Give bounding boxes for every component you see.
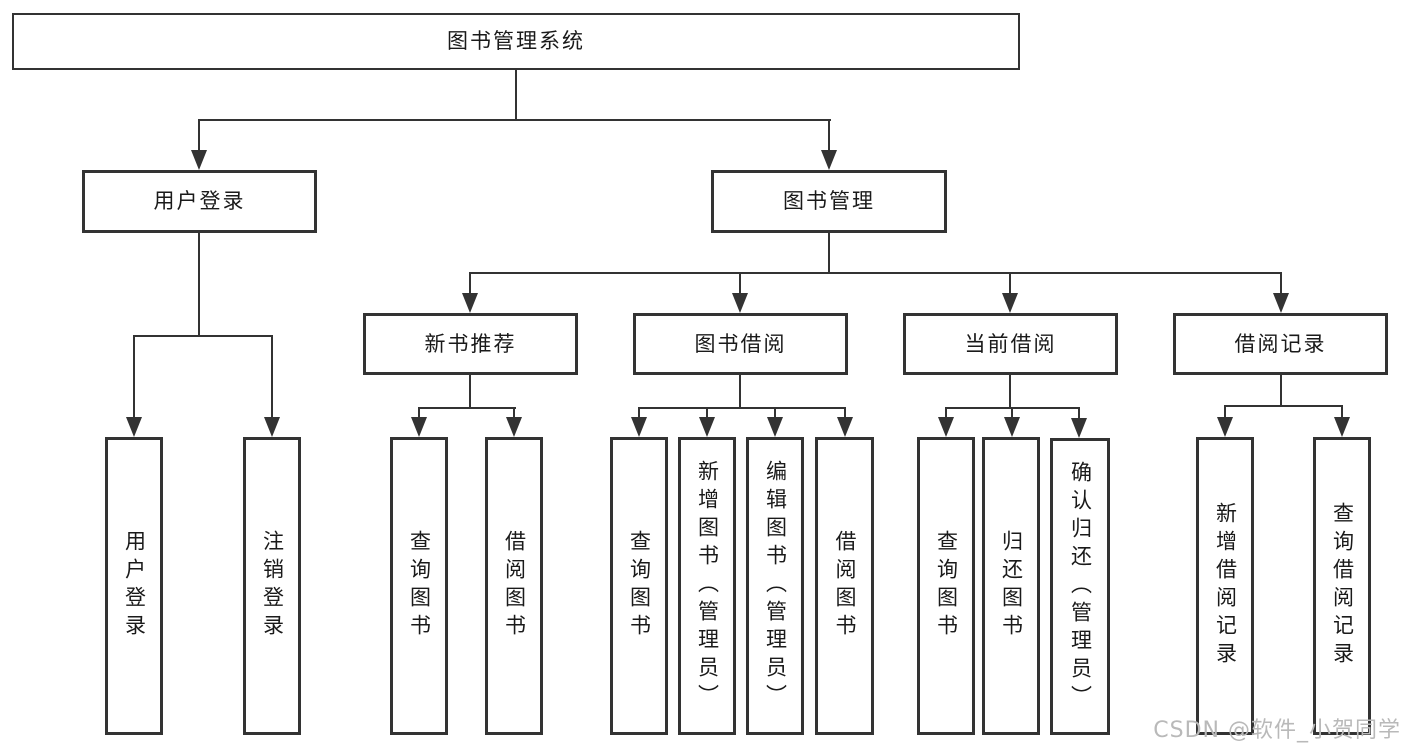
arrow-down-icon bbox=[411, 407, 427, 437]
arrow-down-icon bbox=[126, 335, 142, 437]
connector-line bbox=[515, 70, 517, 119]
arrow-down-icon bbox=[631, 407, 647, 437]
leaf-current-confirm-return: 确认归还（管理员） bbox=[1050, 438, 1110, 735]
leaf-recommend-query-books: 查询图书 bbox=[390, 437, 448, 735]
node-book-management: 图书管理 bbox=[711, 170, 947, 233]
node-new-book-recommend: 新书推荐 bbox=[363, 313, 578, 375]
arrow-down-icon bbox=[1071, 407, 1087, 438]
arrow-down-icon bbox=[699, 407, 715, 437]
arrow-down-icon bbox=[837, 407, 853, 437]
connector-line bbox=[198, 119, 831, 121]
leaf-records-add-record: 新增借阅记录 bbox=[1196, 437, 1254, 735]
connector-line bbox=[418, 407, 516, 409]
arrow-down-icon bbox=[1217, 405, 1233, 437]
node-book-borrowing: 图书借阅 bbox=[633, 313, 848, 375]
leaf-current-query-books: 查询图书 bbox=[917, 437, 975, 735]
node-root: 图书管理系统 bbox=[12, 13, 1020, 70]
arrow-down-icon bbox=[1334, 405, 1350, 437]
arrow-down-icon bbox=[1004, 407, 1020, 437]
node-current-borrowing: 当前借阅 bbox=[903, 313, 1118, 375]
node-user-login: 用户登录 bbox=[82, 170, 317, 233]
leaf-borrowing-borrow-books: 借阅图书 bbox=[815, 437, 874, 735]
csdn-watermark: CSDN @软件_小贺同学 bbox=[1153, 718, 1401, 743]
arrow-down-icon bbox=[1273, 272, 1289, 313]
connector-line bbox=[469, 373, 471, 407]
connector-line bbox=[828, 231, 830, 272]
connector-line bbox=[198, 231, 200, 335]
connector-line bbox=[1280, 373, 1282, 405]
node-borrowing-records: 借阅记录 bbox=[1173, 313, 1388, 375]
leaf-recommend-borrow-books: 借阅图书 bbox=[485, 437, 543, 735]
connector-line bbox=[1224, 405, 1343, 407]
arrow-down-icon bbox=[462, 272, 478, 313]
connector-line bbox=[1009, 373, 1011, 407]
leaf-borrowing-query-books: 查询图书 bbox=[610, 437, 668, 735]
arrow-down-icon bbox=[821, 119, 837, 170]
leaf-borrowing-edit-books: 编辑图书（管理员） bbox=[746, 437, 804, 735]
leaf-records-query-record: 查询借阅记录 bbox=[1313, 437, 1371, 735]
leaf-logout: 注销登录 bbox=[243, 437, 301, 735]
arrow-down-icon bbox=[767, 407, 783, 437]
arrow-down-icon bbox=[1002, 272, 1018, 313]
leaf-user-login: 用户登录 bbox=[105, 437, 163, 735]
arrow-down-icon bbox=[506, 407, 522, 437]
arrow-down-icon bbox=[938, 407, 954, 437]
leaf-borrowing-add-books: 新增图书（管理员） bbox=[678, 437, 736, 735]
leaf-current-return-books: 归还图书 bbox=[982, 437, 1040, 735]
arrow-down-icon bbox=[732, 272, 748, 313]
arrow-down-icon bbox=[264, 335, 280, 437]
connector-line bbox=[133, 335, 273, 337]
arrow-down-icon bbox=[191, 119, 207, 170]
connector-line bbox=[469, 272, 1282, 274]
connector-line bbox=[638, 407, 846, 409]
connector-line bbox=[739, 373, 741, 407]
